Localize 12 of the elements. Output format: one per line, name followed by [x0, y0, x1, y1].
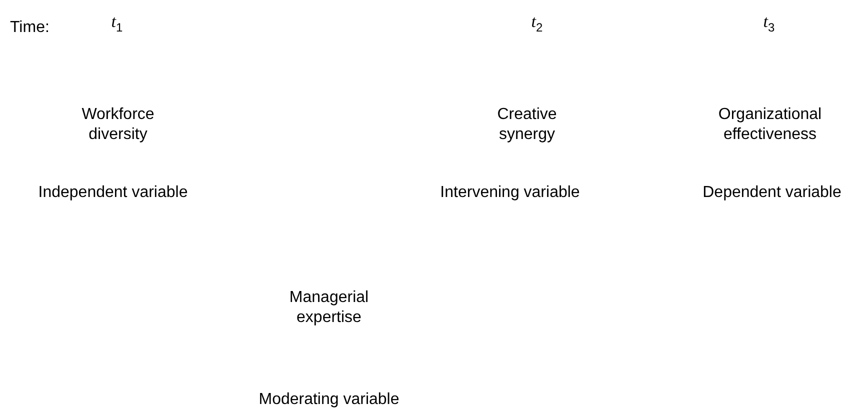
time-point-label: t$_{3}$: [762, 12, 776, 36]
variable-type-label: Moderating variable: [258, 390, 400, 410]
variable-name: Managerial expertise: [288, 288, 370, 328]
time-point-label: t$_{1}$: [110, 12, 124, 36]
variable-type-label: Independent variable: [37, 183, 189, 203]
variable-name: Creative synergy: [496, 105, 558, 145]
time-point-label: t$_{2}$: [530, 12, 544, 36]
variable-name: Organizational effectiveness: [717, 105, 823, 145]
variable-type-label: Intervening variable: [439, 183, 581, 203]
variable-name: Workforce diversity: [80, 105, 156, 145]
variable-type-label: Dependent variable: [702, 183, 842, 203]
time-label: Time:: [10, 18, 50, 38]
